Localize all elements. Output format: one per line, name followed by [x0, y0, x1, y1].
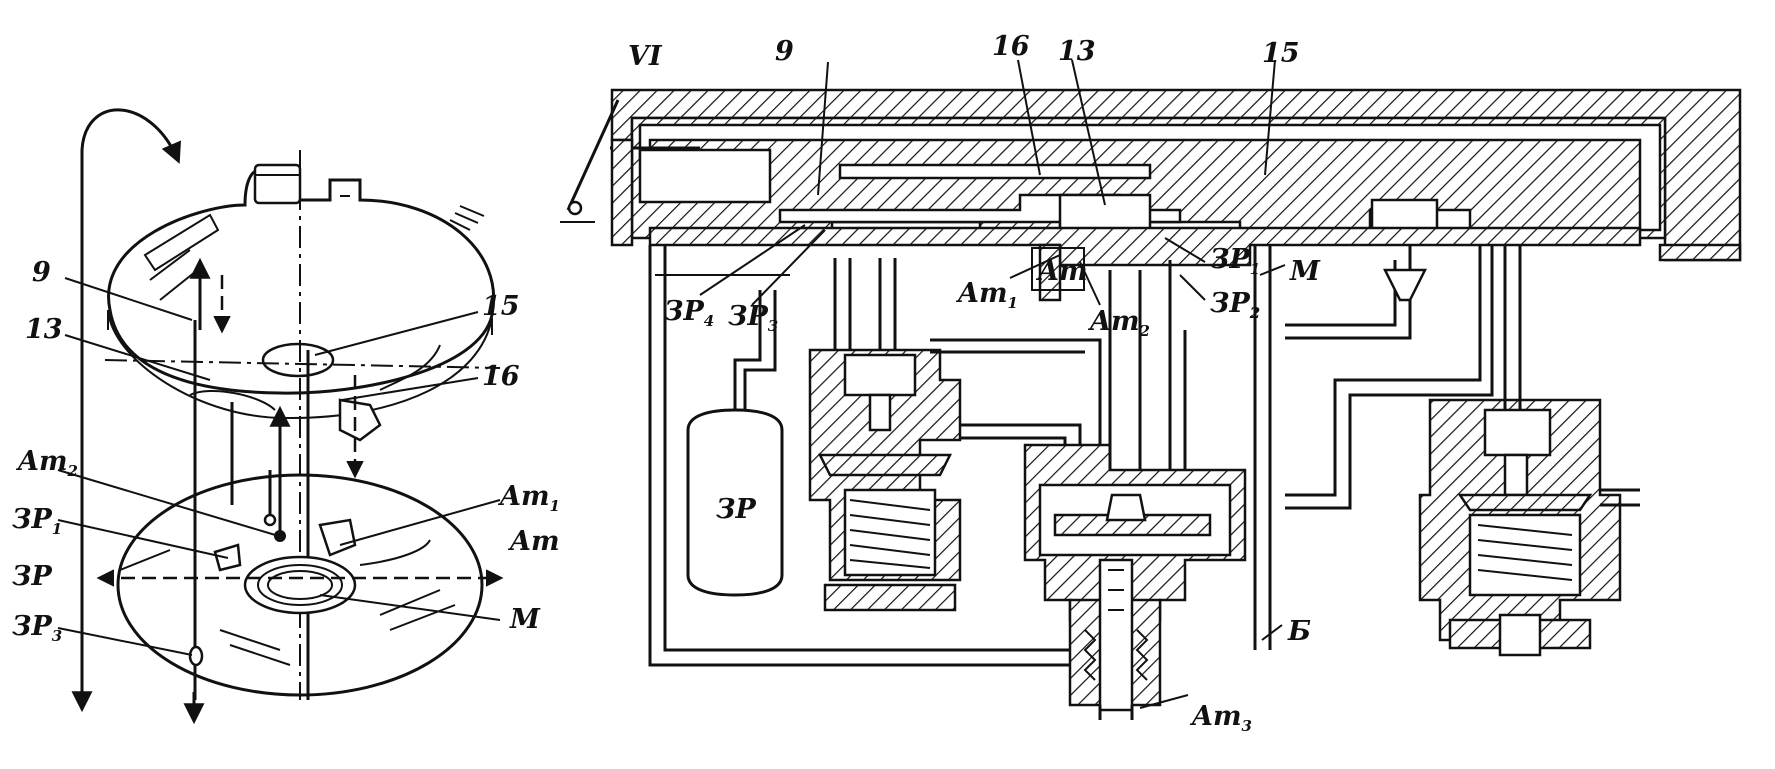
label-at1: Aт1: [497, 481, 560, 515]
label-16: 16: [992, 31, 1030, 62]
left-leaders: [57, 277, 501, 656]
label-zr4: ЗР4: [664, 296, 714, 330]
label-at-box: Aт: [1035, 256, 1088, 287]
label-13: 13: [1058, 36, 1096, 67]
label-vi: VI: [628, 41, 663, 72]
label-b: Б: [1287, 616, 1311, 647]
label-13: 13: [25, 314, 63, 345]
label-9: 9: [775, 36, 794, 67]
sectional-scheme: ЗР: [560, 31, 1742, 735]
label-at: Aт: [507, 526, 560, 557]
label-at2: Aт2: [15, 446, 78, 480]
reservoir-tank: ЗР: [686, 290, 784, 597]
label-zr1: ЗР1: [12, 504, 62, 538]
label-zr2: ЗР2: [1210, 288, 1260, 322]
label-at2: Aт2: [1087, 306, 1150, 340]
label-m: М: [509, 604, 541, 635]
label-zr3: ЗР3: [728, 301, 778, 335]
right-valve: [1285, 245, 1640, 657]
label-at3: Aт3: [1189, 701, 1252, 735]
label-zr: ЗР: [12, 561, 52, 592]
right-leaders: [699, 59, 1286, 709]
label-m: М: [1289, 256, 1321, 287]
tank-label: ЗР: [716, 494, 756, 525]
rotation-arrow: [80, 108, 181, 708]
label-15: 15: [1262, 38, 1300, 69]
label-16: 16: [482, 361, 520, 392]
exploded-view: 9 13 15 16 Aт2 Aт1 ЗР1 Aт ЗР ЗР3 М: [12, 108, 560, 725]
central-valve: [1023, 260, 1247, 720]
label-at1: Aт1: [955, 278, 1018, 312]
label-zr3: ЗР3: [12, 611, 62, 645]
label-zr1: ЗР1: [1210, 244, 1260, 278]
left-valve: [808, 258, 1102, 612]
label-9: 9: [32, 257, 51, 288]
label-15: 15: [482, 291, 520, 322]
upper-disc: [107, 163, 496, 442]
